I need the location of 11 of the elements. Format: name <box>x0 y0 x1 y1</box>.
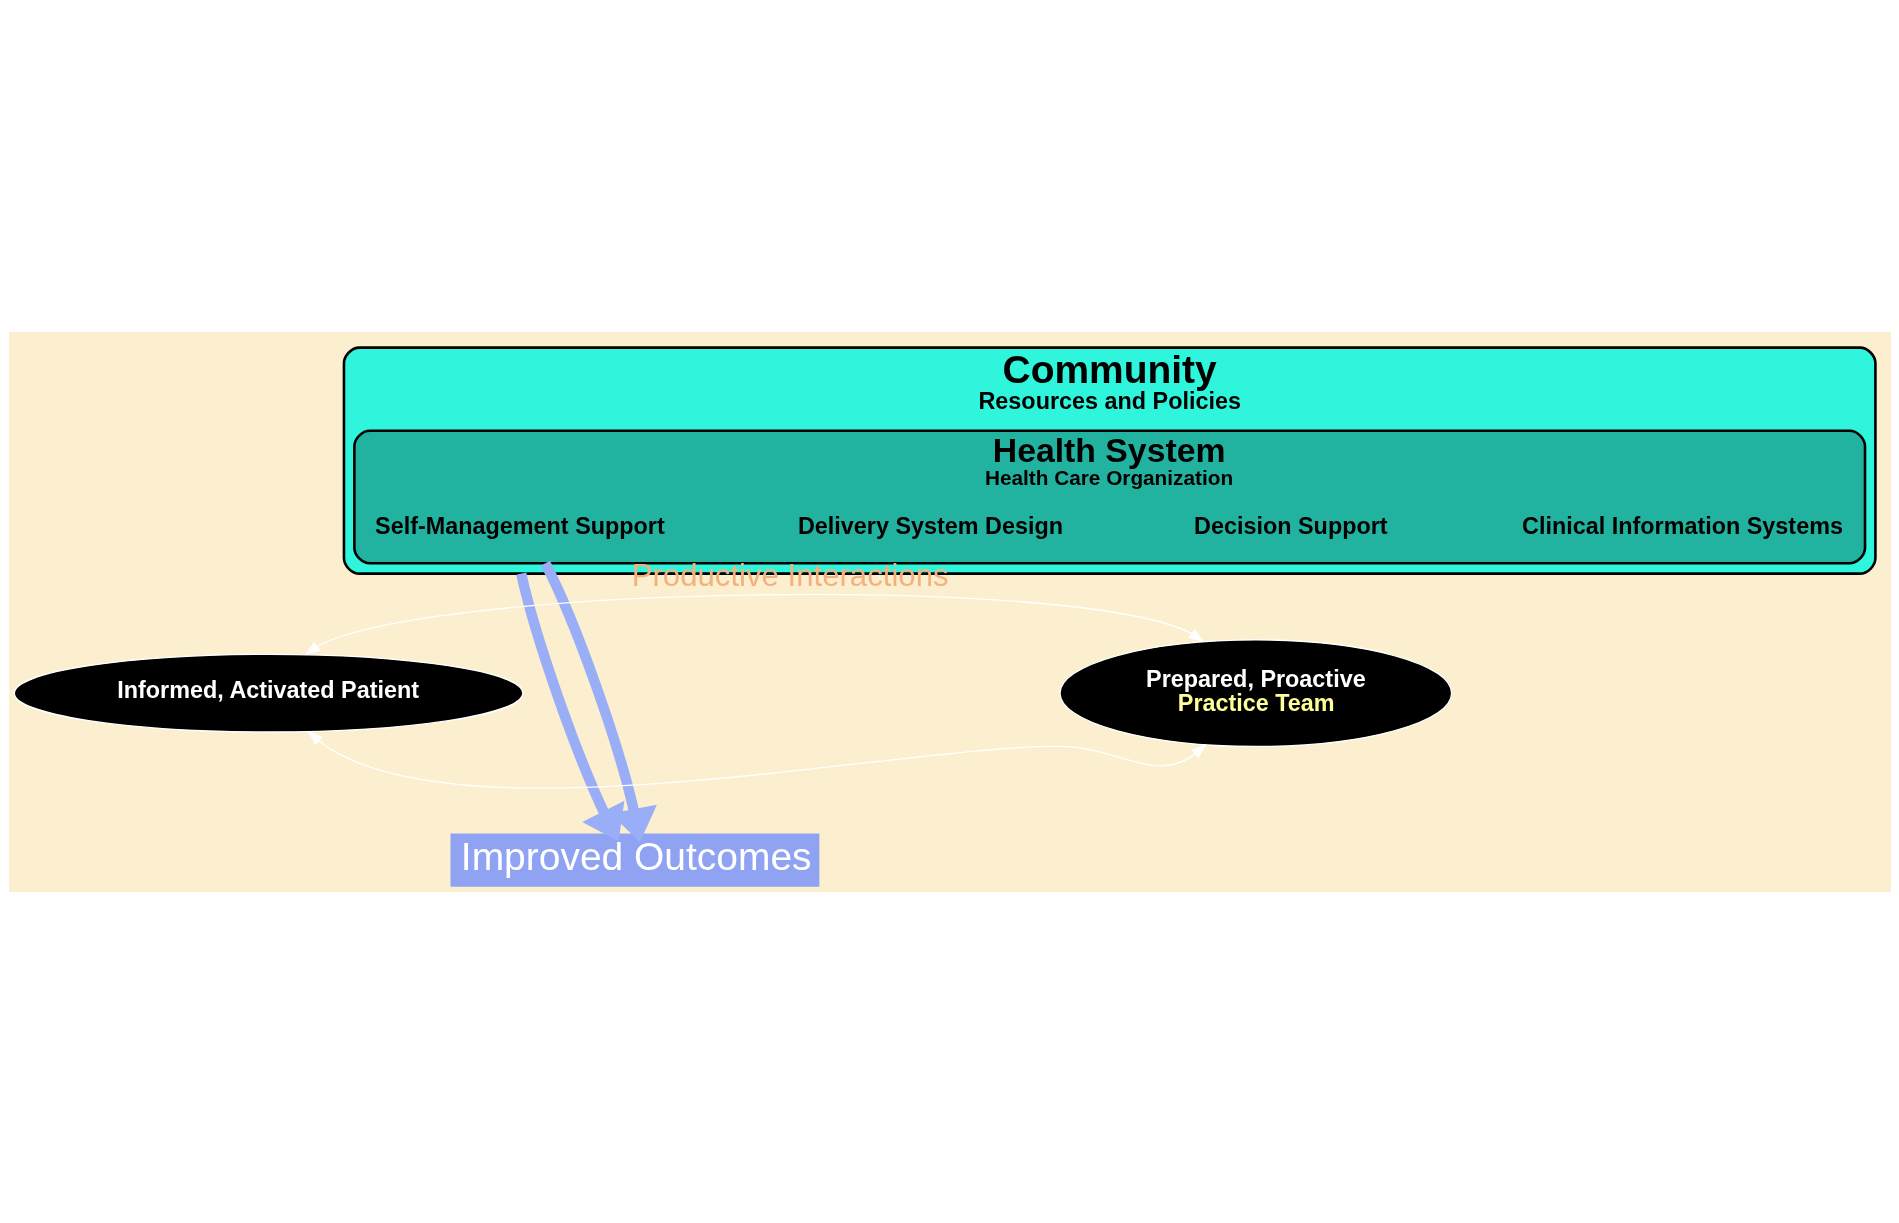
node-ellipse: Prepared, Proactive Practice Team <box>1058 638 1452 747</box>
arrow <box>540 560 657 842</box>
arrow <box>304 593 1204 655</box>
node-ellipse: Informed, Activated Patient <box>13 653 523 733</box>
node-text: Delivery System Design <box>797 512 1063 539</box>
node-box: Improved Outcomes <box>449 833 819 887</box>
node-text: Clinical Information Systems <box>1521 512 1843 539</box>
node-text: Self-Management Support <box>374 512 665 539</box>
arrow <box>515 571 624 841</box>
node-text: Decision Support <box>1193 512 1388 539</box>
arrow <box>306 730 1207 789</box>
